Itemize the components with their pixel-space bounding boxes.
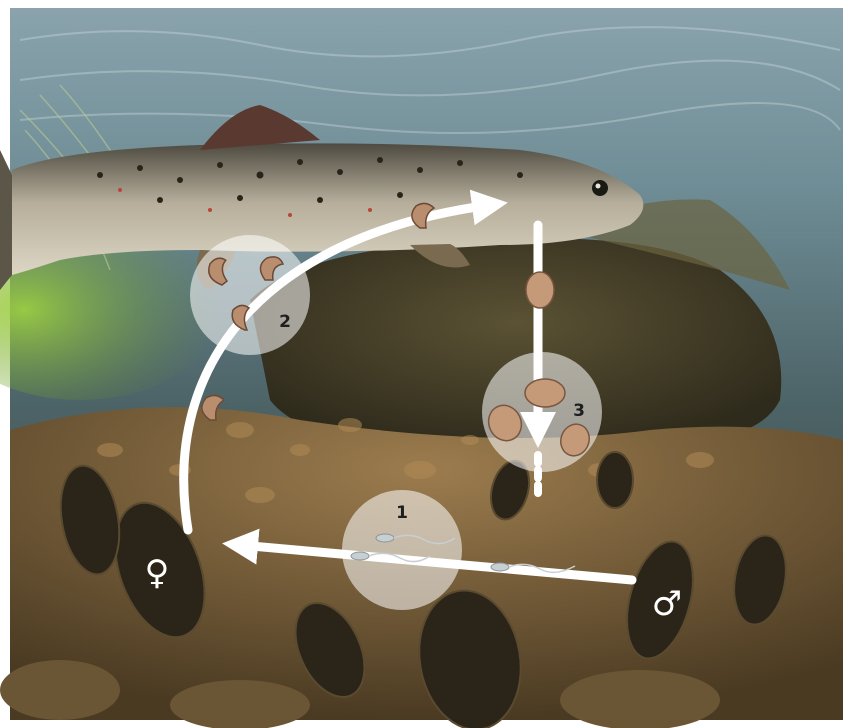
male-symbol: ♂	[652, 584, 682, 624]
stage-3-label: 3	[573, 401, 585, 421]
stage-1-label: 1	[396, 503, 408, 523]
female-symbol: ♀	[145, 553, 170, 593]
stage-2-circle	[190, 235, 310, 355]
stage-2-label: 2	[279, 312, 291, 332]
